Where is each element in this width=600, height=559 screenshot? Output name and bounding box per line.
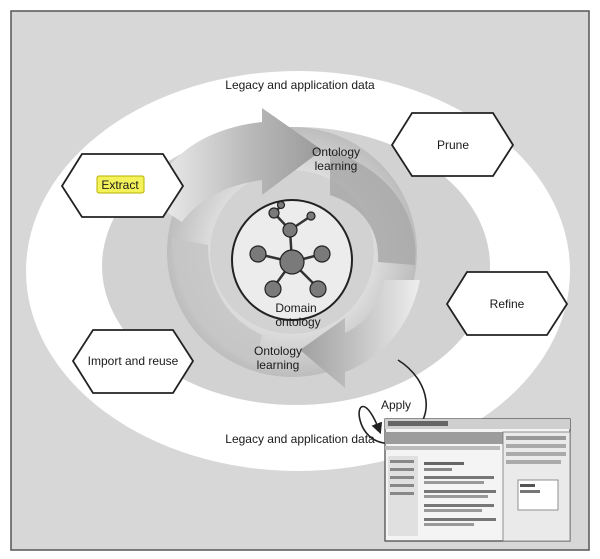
refine-label: Refine [490, 297, 525, 311]
prune-step: Prune [390, 112, 515, 177]
legacy-data-label-bottom: Legacy and application data [225, 432, 375, 446]
apply-arrow [358, 359, 427, 444]
legacy-data-label-top: Legacy and application data [225, 78, 375, 92]
extract-step: Extract [60, 153, 185, 218]
application-screenshot-thumbnail [384, 418, 571, 542]
ontology-learning-top-line2: learning [315, 159, 358, 173]
refine-step: Refine [445, 271, 569, 336]
cycle-band-right [330, 150, 416, 265]
apply-label: Apply [381, 398, 411, 412]
import-reuse-label: Import and reuse [88, 354, 179, 368]
domain-ontology-label-line2: ontology [275, 315, 320, 329]
prune-label: Prune [437, 138, 469, 152]
ontology-learning-arrow-top [148, 108, 322, 222]
extract-highlight [96, 175, 145, 194]
cycle-band-left [172, 238, 262, 365]
ontology-learning-bottom-line1: Ontology [254, 344, 302, 358]
domain-ontology-label-line1: Domain [275, 301, 316, 315]
ontology-graph-nodes [249, 200, 331, 298]
ontology-learning-arrow-bottom [300, 280, 420, 388]
extract-label: Extract [101, 178, 139, 192]
ontology-learning-top-line1: Ontology [312, 145, 360, 159]
ontology-learning-bottom-line2: learning [257, 358, 300, 372]
import-reuse-step: Import and reuse [71, 329, 195, 394]
